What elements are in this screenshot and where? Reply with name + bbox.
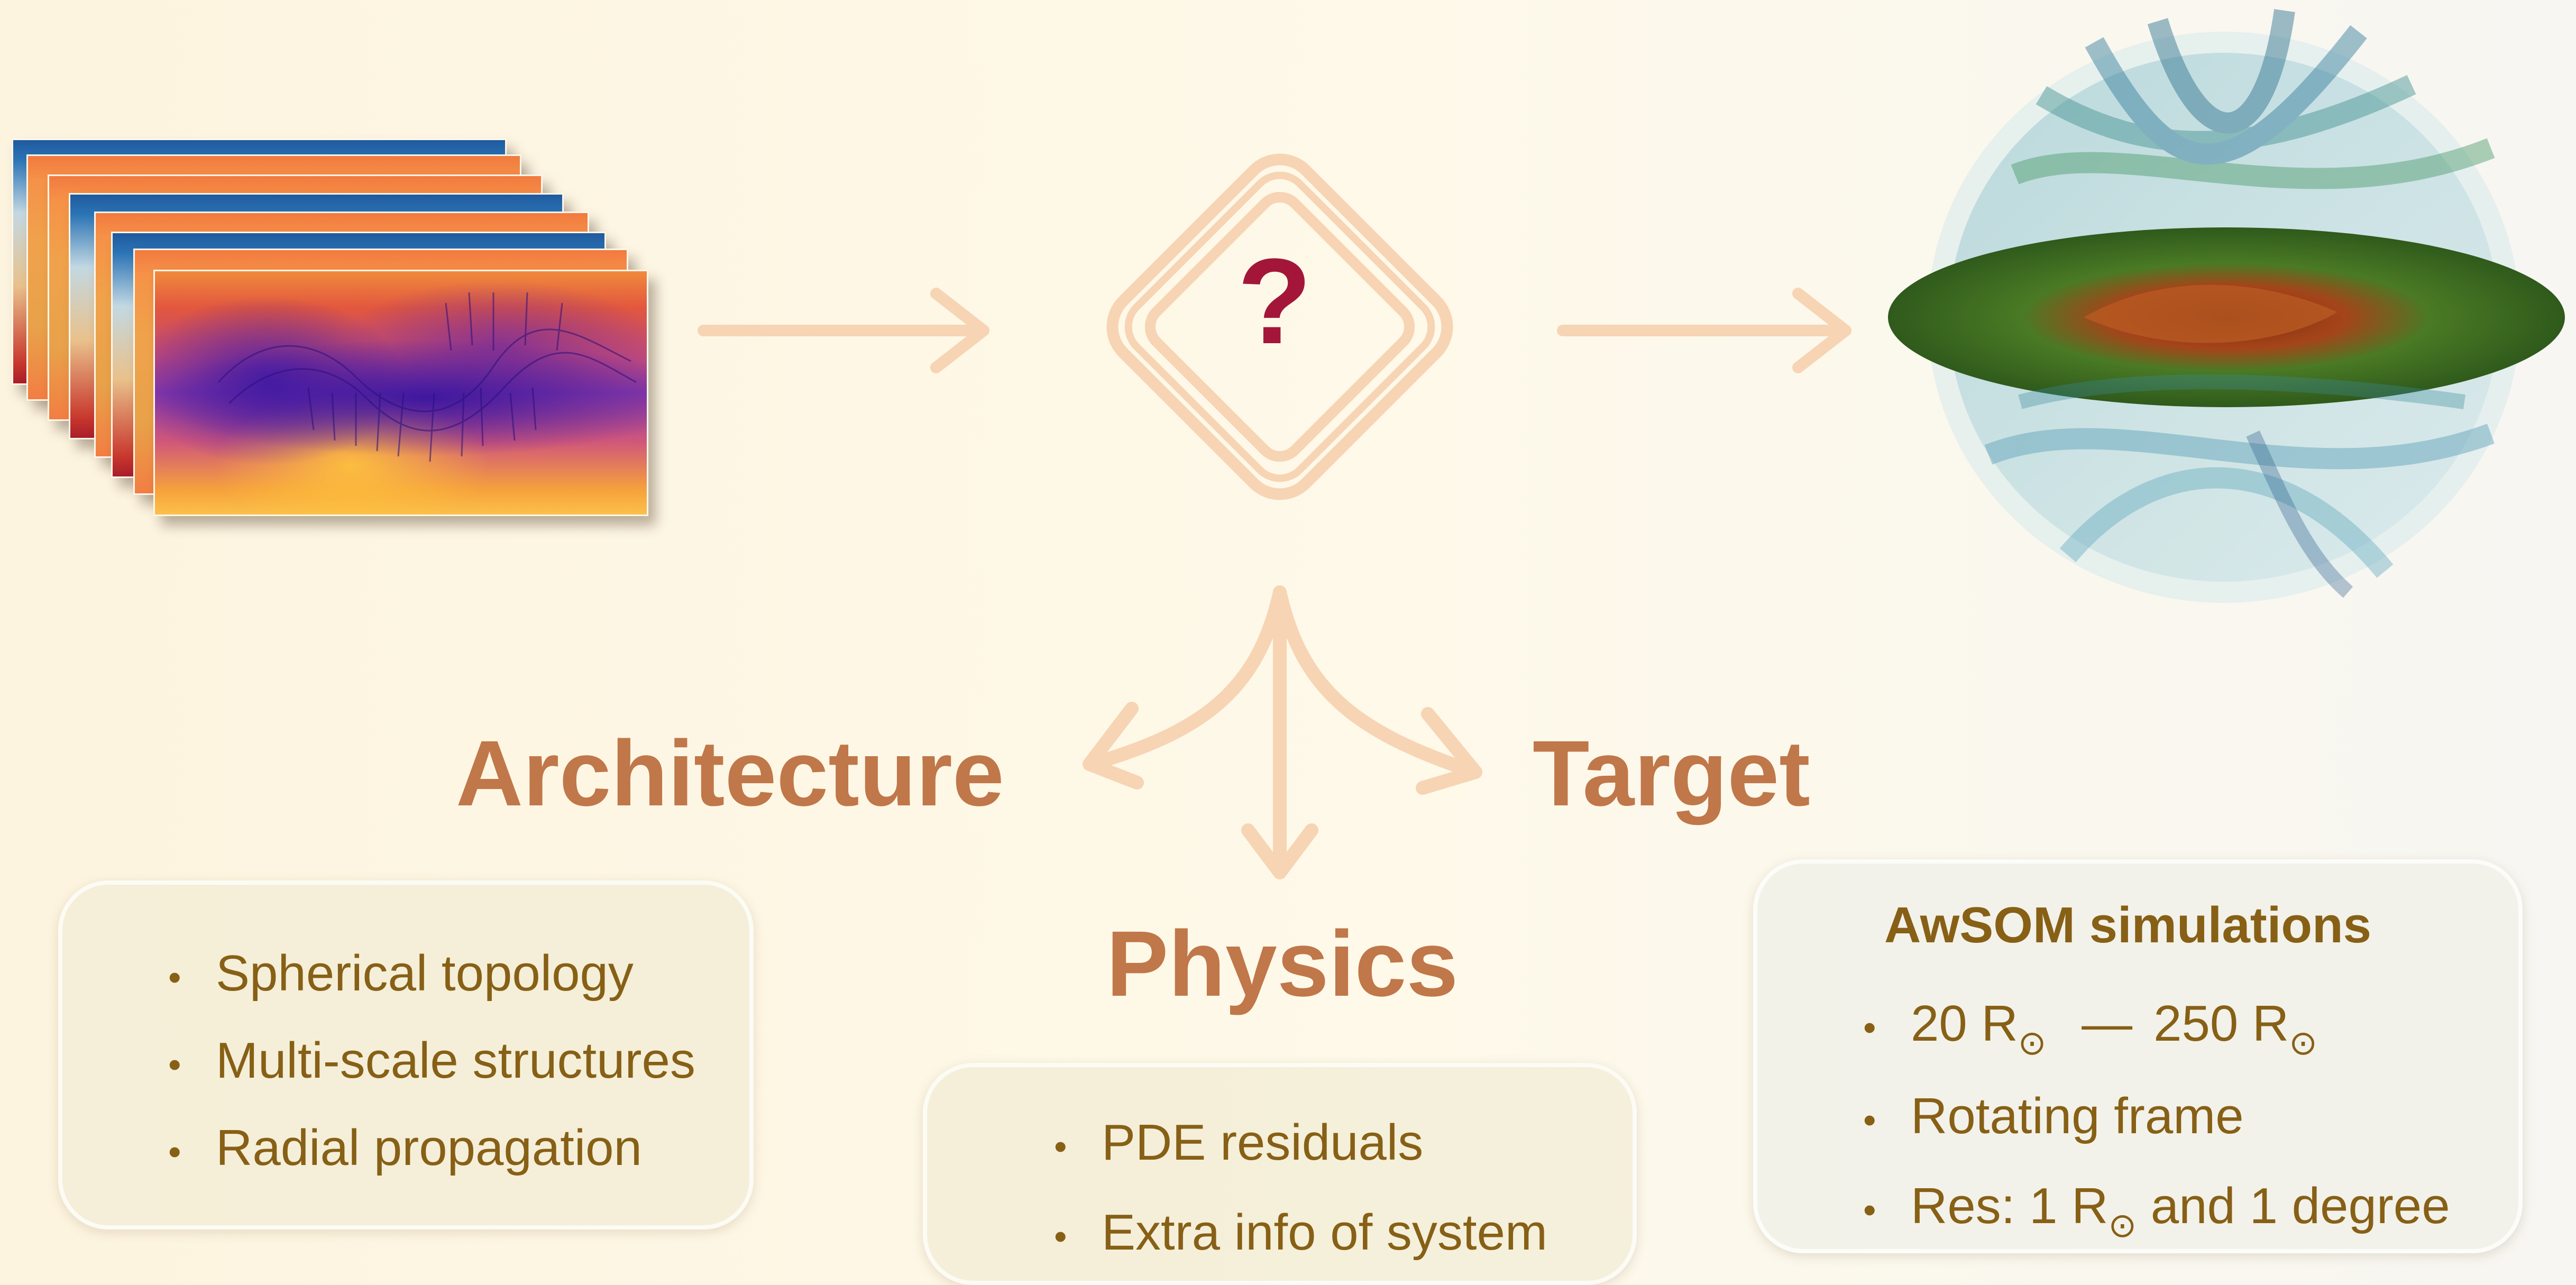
physics-item: •Extra info of system <box>1054 1204 1547 1261</box>
target-item-range: •20 R⊙ —250 R⊙ <box>1863 995 2317 1062</box>
field-sheets <box>1984 9 2495 578</box>
heading-physics: Physics <box>1106 912 1459 1016</box>
target-card: AwSOM simulations •20 R⊙ —250 R⊙ •Rotati… <box>1753 859 2523 1253</box>
arrow-input-to-model <box>698 288 989 373</box>
arrow-model-to-output <box>1557 288 1851 373</box>
physics-item: •PDE residuals <box>1054 1114 1424 1171</box>
target-item-rotating: •Rotating frame <box>1863 1088 2244 1144</box>
architecture-item: •Multi-scale structures <box>168 1032 695 1089</box>
question-mark: ? <box>1237 233 1312 369</box>
heading-architecture: Architecture <box>456 722 1004 825</box>
heading-target: Target <box>1533 722 1810 825</box>
target-card-title: AwSOM simulations <box>1884 897 2372 953</box>
map-layer-top <box>153 270 648 516</box>
target-item-resolution: •Res: 1 R⊙ and 1 degree <box>1863 1178 2450 1244</box>
architecture-item: •Radial propagation <box>168 1119 642 1176</box>
disk-spiral <box>2084 284 2337 343</box>
branch-arrows <box>1083 585 1482 879</box>
physics-card: •PDE residuals •Extra info of system <box>923 1063 1637 1285</box>
lower-sheets <box>2018 374 2465 598</box>
architecture-item: •Spherical topology <box>168 945 634 1002</box>
output-visualization <box>1888 9 2565 603</box>
architecture-card: •Spherical topology •Multi-scale structu… <box>58 880 754 1229</box>
map-texture <box>217 292 637 462</box>
input-map-stack <box>0 0 687 529</box>
